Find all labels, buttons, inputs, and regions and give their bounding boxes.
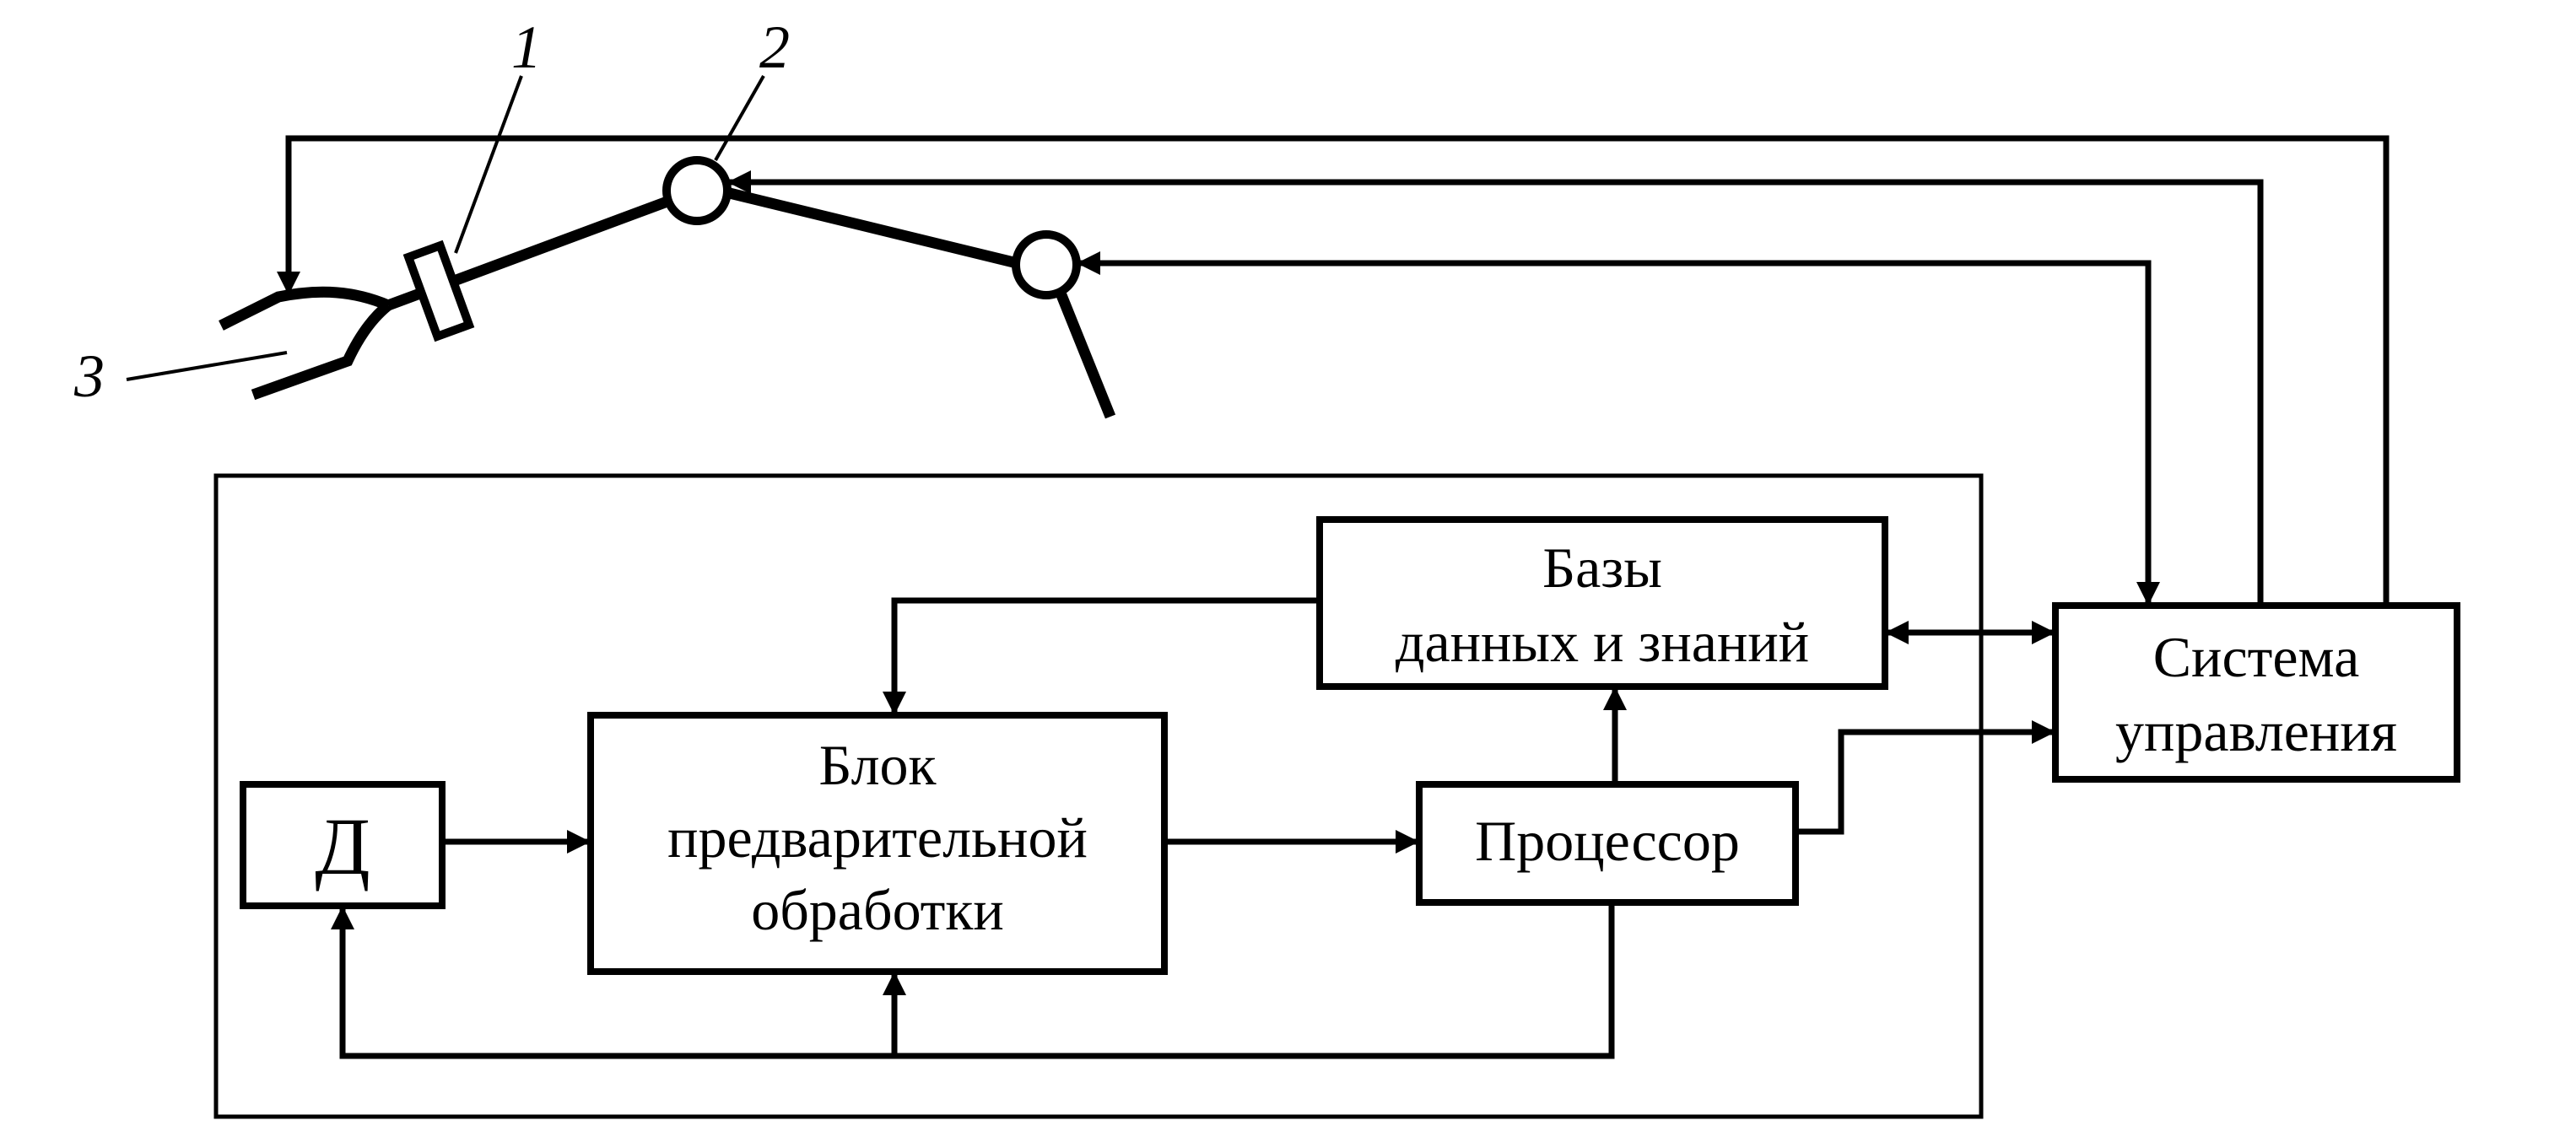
block-sensor: Д <box>240 781 446 909</box>
block-preprocessing-line-1: Блок <box>818 733 937 797</box>
arrow-control-to-shoulder-joint <box>727 170 2264 606</box>
block-control-system-line-2: управления <box>2115 699 2397 763</box>
block-preprocessing: Блок предварительной обработки <box>587 712 1168 975</box>
block-preprocessing-line-2: предварительной <box>667 805 1088 870</box>
block-processor: Процессор <box>1416 781 1799 906</box>
callout-3: 3 <box>73 342 105 410</box>
connections <box>277 135 2390 1059</box>
callout-1: 1 <box>511 13 542 81</box>
callout-1-leader <box>454 75 523 254</box>
arrow-control-to-gripper <box>277 135 2390 606</box>
joint-shoulder <box>662 156 732 225</box>
gripper-upper-finger <box>219 286 391 331</box>
block-sensor-label: Д <box>315 801 370 891</box>
callout-2: 2 <box>759 13 790 81</box>
callout-3-leader <box>126 351 288 381</box>
block-preprocessing-line-3: обработки <box>751 878 1004 942</box>
joint-elbow <box>1012 230 1081 299</box>
callout-2-leader <box>714 75 765 161</box>
block-databases-line-1: Базы <box>1542 536 1662 600</box>
block-processor-label: Процессор <box>1475 809 1740 873</box>
robot-manipulator <box>219 156 1116 419</box>
arrow-processor-to-control <box>1796 720 2055 835</box>
arrow-elbow-joint-to-control <box>1077 251 2160 606</box>
block-control-system-line-1: Система <box>2153 625 2360 689</box>
block-databases: Базы данных и знаний <box>1316 516 1888 690</box>
block-databases-line-2: данных и знаний <box>1396 610 1809 674</box>
gripper-lower-finger <box>251 300 392 401</box>
sensor-on-wrist <box>402 240 475 342</box>
arrow-databases-to-preprocessing <box>883 597 1320 715</box>
arm-link-lower <box>1049 276 1116 419</box>
arm-link-middle <box>704 181 1040 274</box>
block-control-system: Система управления <box>2052 602 2460 783</box>
feedback-processor-line <box>331 902 1615 1059</box>
callouts: 1 2 3 <box>73 13 790 410</box>
